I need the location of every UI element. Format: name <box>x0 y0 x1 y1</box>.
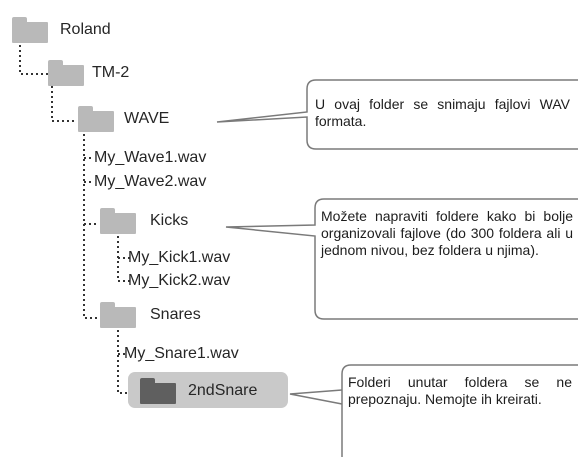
folder-label-tm2: TM-2 <box>92 64 130 81</box>
folder-2ndsnare[interactable]: 2ndSnare <box>140 378 257 404</box>
file-kick-1[interactable]: My_Kick1.wav <box>128 249 231 266</box>
folder-wave[interactable]: WAVE <box>78 106 169 132</box>
folder-tm2[interactable]: TM-2 <box>48 60 129 86</box>
folder-icon <box>12 17 48 43</box>
folder-label-kicks: Kicks <box>150 212 189 229</box>
tree-line-roland-tm2 <box>19 45 48 75</box>
folder-label-roland: Roland <box>60 21 111 38</box>
folder-label-wave: WAVE <box>124 110 170 127</box>
folder-dark-icon <box>140 378 176 404</box>
callout-folders-shape <box>225 198 578 320</box>
file-kick-2[interactable]: My_Kick2.wav <box>128 272 231 289</box>
folder-icon <box>48 60 84 86</box>
tree-line-kicks-children <box>117 236 130 282</box>
callout-nested-pointer <box>289 389 343 405</box>
folder-label-2ndsnare: 2ndSnare <box>188 382 258 399</box>
folder-label-snares: Snares <box>150 306 201 323</box>
folder-icon <box>100 208 136 234</box>
folder-roland[interactable]: Roland <box>12 17 111 43</box>
callout-nested-text: Folderi unutar foldera se ne prepoznaju.… <box>348 374 572 407</box>
file-wave-1[interactable]: My_Wave1.wav <box>94 149 207 166</box>
folder-snares[interactable]: Snares <box>100 302 201 328</box>
file-wave-2[interactable]: My_Wave2.wav <box>94 173 207 190</box>
file-snare-1[interactable]: My_Snare1.wav <box>124 345 239 362</box>
tree-line-snares-children <box>117 330 128 394</box>
folder-kicks[interactable]: Kicks <box>100 208 188 234</box>
folder-icon <box>100 302 136 328</box>
tree-line-tm2-wave <box>51 86 76 122</box>
callout-wave-shape <box>216 79 578 150</box>
folder-icon <box>78 106 114 132</box>
callout-nested-shape <box>341 364 578 457</box>
tree-line-wave-children <box>83 134 98 319</box>
callout-folders-text: Možete napraviti foldere kako bi bolje o… <box>321 208 573 258</box>
callout-wave-text: U ovaj folder se snimaju fajlovi WAV for… <box>315 96 570 129</box>
